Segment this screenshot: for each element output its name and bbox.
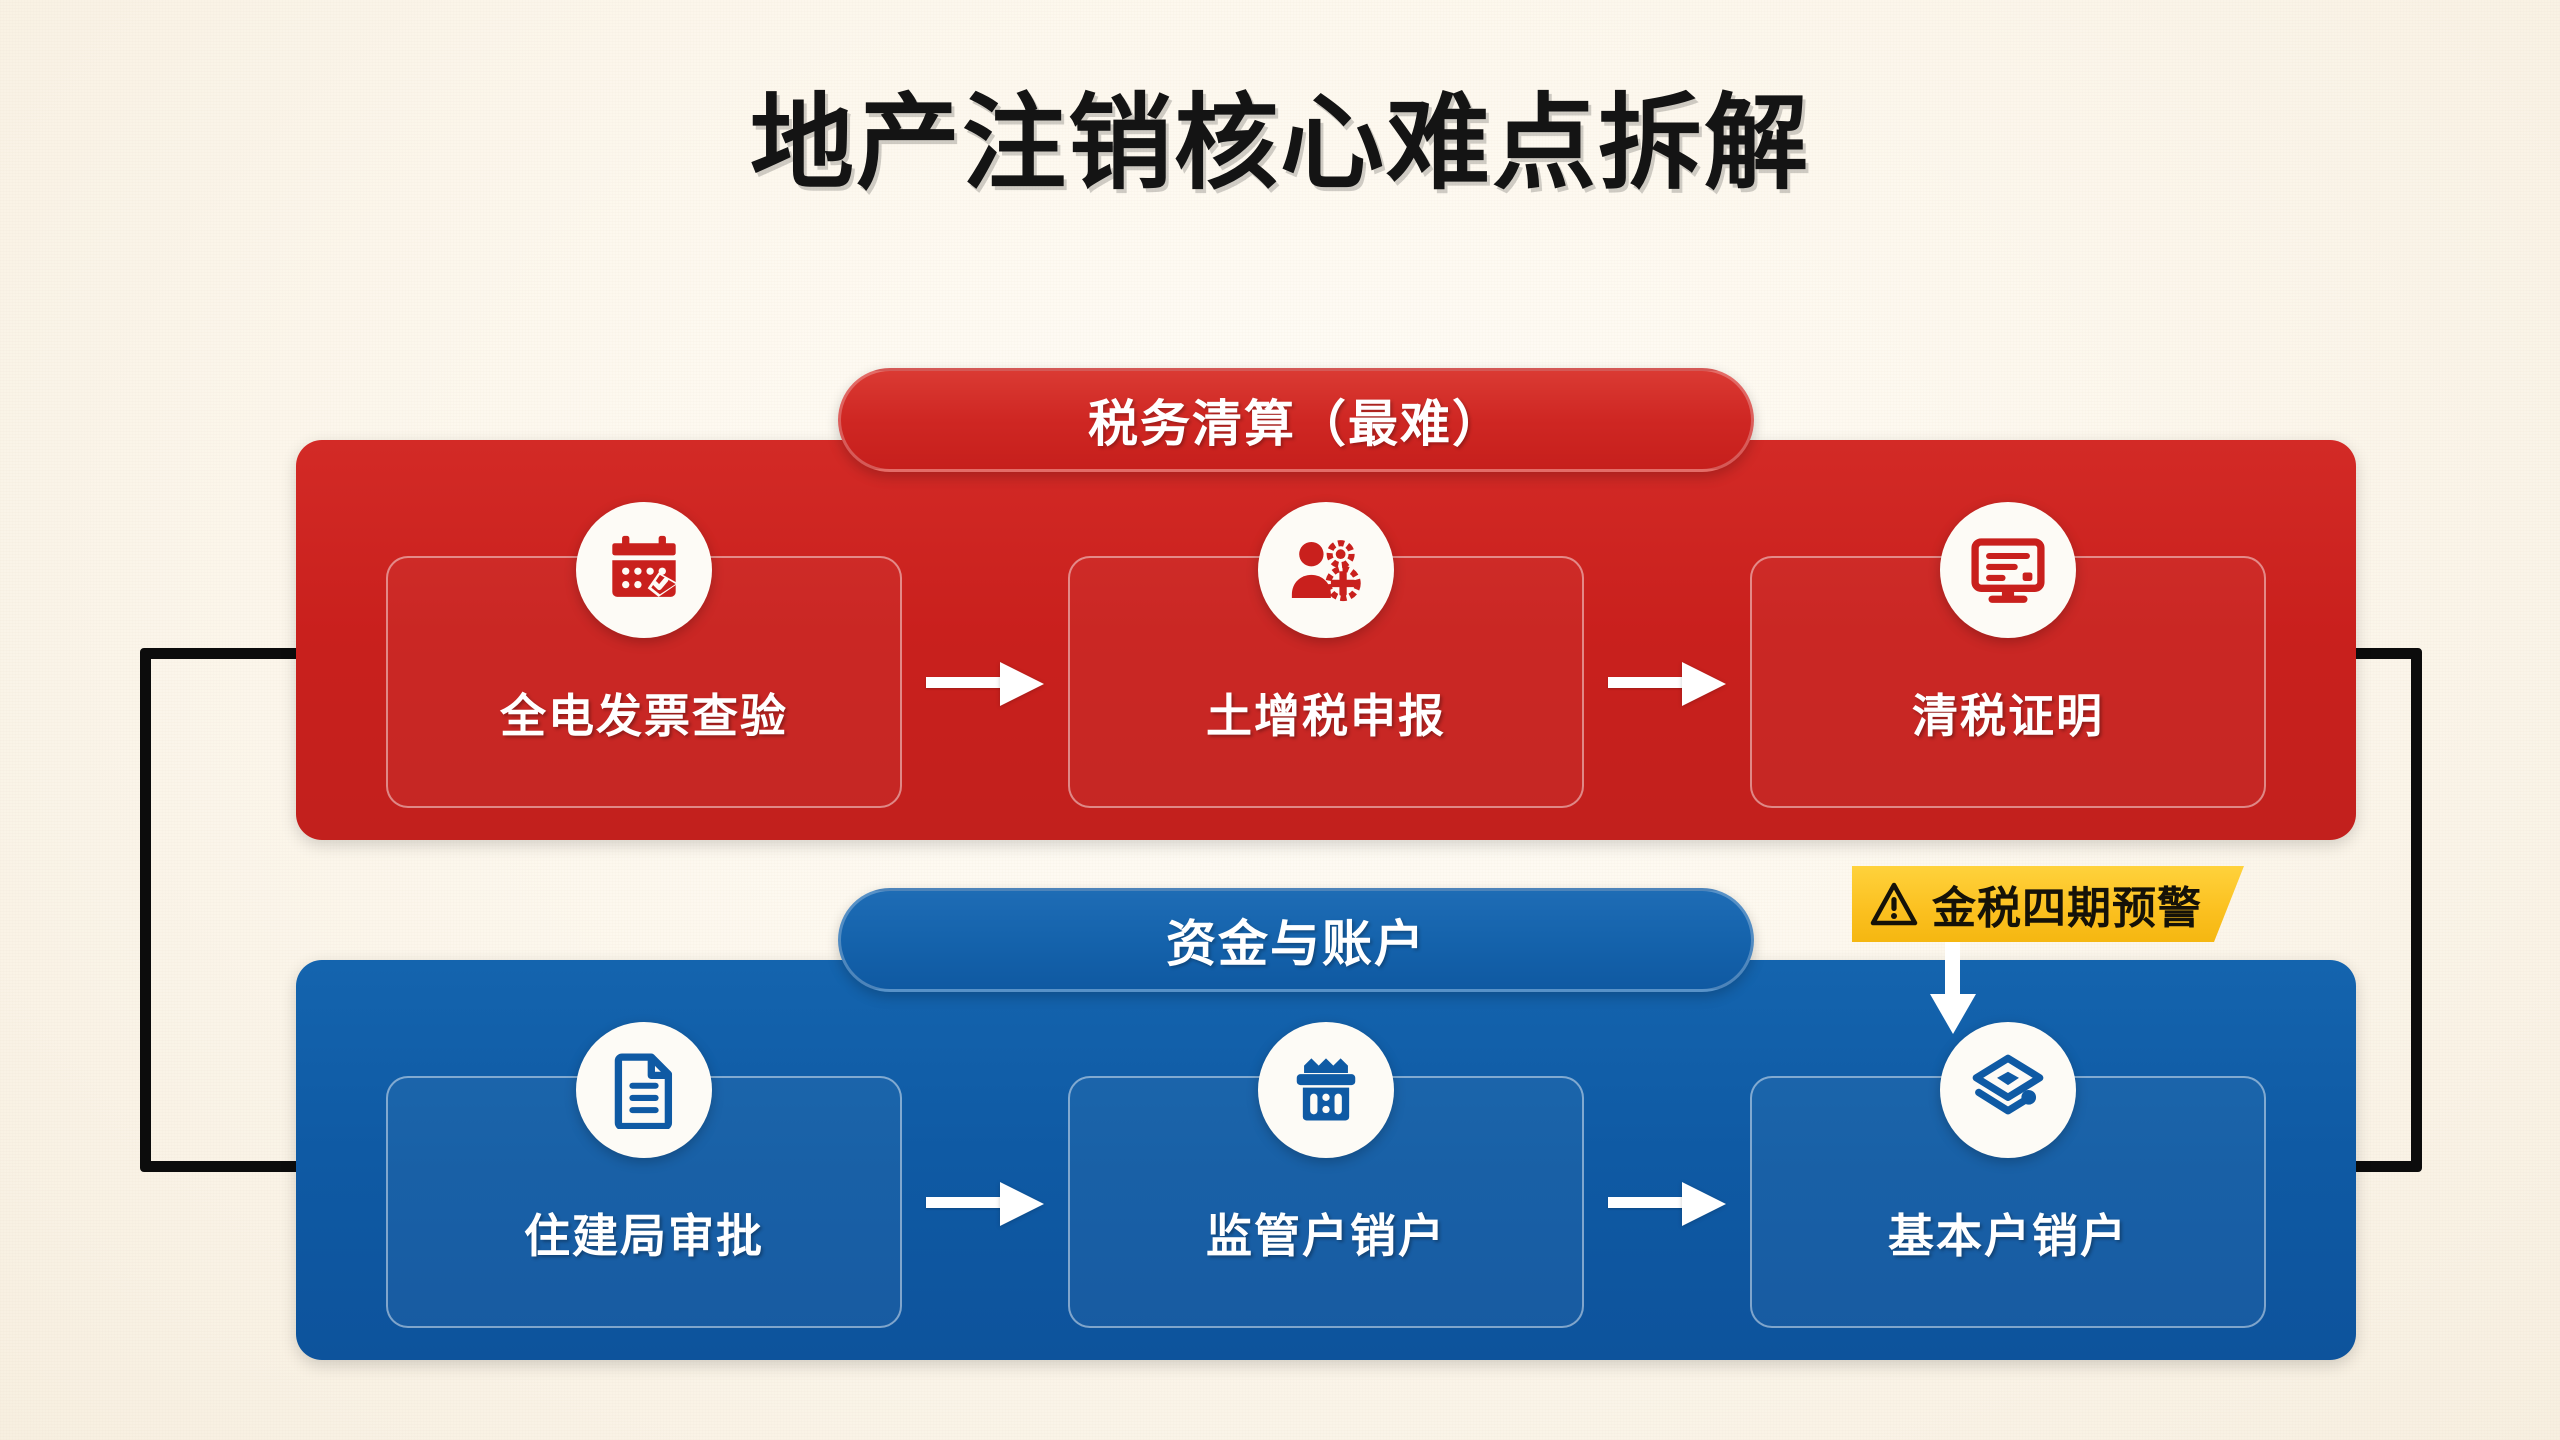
step-card-tuzengshui-shenbao[interactable]: 土增税申报 (1068, 502, 1584, 808)
warning-badge-label: 金税四期预警 (1932, 884, 2202, 933)
step-card-jianguanhu-xiaohu[interactable]: 监管户销户 (1068, 1022, 1584, 1328)
bank-basket-icon (1258, 1022, 1394, 1158)
step-label: 土增税申报 (1206, 690, 1446, 742)
step-card-quandian-fapiao[interactable]: 全电发票查验 (386, 502, 902, 808)
layered-diamond-icon (1940, 1022, 2076, 1158)
warning-triangle-icon (1870, 881, 1918, 927)
warning-down-arrow-icon (1930, 942, 1976, 1034)
step-label: 监管户销户 (1206, 1210, 1446, 1262)
arrow-right-icon (1608, 662, 1726, 706)
flow-arrow-tax-1 (902, 556, 1068, 808)
people-coin-icon (1258, 502, 1394, 638)
calendar-check-icon (576, 502, 712, 638)
section-header-tax: 税务清算（最难） (838, 368, 1754, 472)
page-title: 地产注销核心难点拆解 (749, 86, 1810, 202)
arrow-right-icon (926, 1182, 1044, 1226)
arrow-right-icon (926, 662, 1044, 706)
status-badge-golden-tax[interactable]: 金税四期预警 (1852, 866, 2244, 942)
flow-arrow-funds-2 (1584, 1076, 1750, 1328)
step-card-zhujianju-shenpi[interactable]: 住建局审批 (386, 1022, 902, 1328)
step-label: 住建局审批 (524, 1210, 764, 1262)
step-label: 清税证明 (1912, 690, 2104, 742)
step-card-qingshui-zhengming[interactable]: 清税证明 (1750, 502, 2266, 808)
document-lines-icon (576, 1022, 712, 1158)
step-card-jibenhu-xiaohu[interactable]: 基本户销户 (1750, 1022, 2266, 1328)
section-header-funds: 资金与账户 (838, 888, 1754, 992)
monitor-document-icon (1940, 502, 2076, 638)
arrow-right-icon (1608, 1182, 1726, 1226)
steps-row-funds: 住建局审批 (386, 1022, 2266, 1328)
flow-arrow-tax-2 (1584, 556, 1750, 808)
step-label: 基本户销户 (1888, 1210, 2128, 1262)
step-label: 全电发票查验 (500, 690, 788, 742)
steps-row-tax: 全电发票查验 (386, 502, 2266, 808)
flow-arrow-funds-1 (902, 1076, 1068, 1328)
